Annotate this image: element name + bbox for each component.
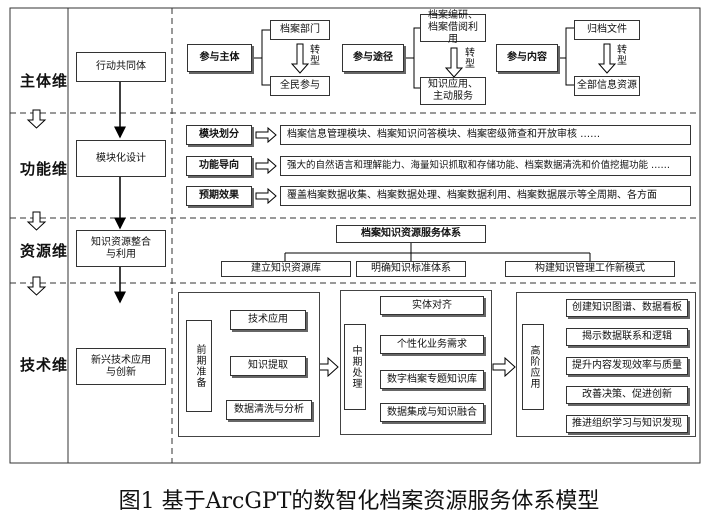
left-box-function: 模块化设计 (76, 140, 166, 177)
tech-advanced-item-decision: 改善决策、促进创新 (566, 386, 688, 404)
dimension-resource: 资源维 (20, 242, 69, 260)
left-box-technology: 新兴技术应用与创新 (76, 348, 166, 385)
tech-advanced-item-efficiency: 提升内容发现效率与质量 (566, 357, 688, 375)
left-box-subject: 行动共同体 (76, 52, 166, 82)
dimension-technology: 技术维 (20, 356, 69, 374)
approach-to: 知识应用、主动服务 (420, 77, 486, 105)
left-box-resource: 知识资源整合与利用 (76, 230, 166, 267)
participants-label: 参与主体 (187, 44, 252, 72)
function-label-module: 模块划分 (186, 125, 252, 145)
tech-advanced-item-graph: 创建知识图谱、数据看板 (566, 299, 688, 317)
tech-middle-item-needs: 个性化业务需求 (380, 335, 484, 354)
resource-title: 档案知识资源服务体系 (336, 225, 486, 243)
tech-early-label: 前期准备 (186, 320, 212, 412)
function-label-effect: 预期效果 (186, 186, 252, 206)
tech-middle-item-database: 数字档案专题知识库 (380, 370, 484, 389)
approach-shift: 转型 (465, 48, 475, 70)
resource-item-mode: 构建知识管理工作新模式 (505, 261, 675, 277)
function-text-orientation: 强大的自然语言和理解能力、海量知识抓取和存储功能、档案数据清洗和价值挖掘功能 …… (280, 156, 691, 176)
tech-advanced-item-learning: 推进组织学习与知识发现 (566, 415, 688, 433)
dimension-subject: 主体维 (20, 72, 69, 90)
dimension-function: 功能维 (20, 160, 69, 178)
content-label: 参与内容 (496, 44, 558, 72)
content-shift: 转型 (617, 45, 627, 67)
content-to: 全部信息资源 (574, 76, 640, 96)
tech-advanced-item-logic: 揭示数据联系和逻辑 (566, 328, 688, 346)
tech-advanced-label: 高阶应用 (522, 324, 544, 410)
approach-from: 档案编研、档案借阅利用 (420, 10, 486, 45)
resource-item-library: 建立知识资源库 (221, 261, 351, 277)
tech-middle-item-fusion: 数据集成与知识融合 (380, 403, 484, 422)
tech-early-item-cleaning: 数据清洗与分析 (226, 400, 312, 420)
function-label-orientation: 功能导向 (186, 156, 252, 176)
tech-early-item-extraction: 知识提取 (230, 356, 306, 376)
approach-label: 参与途径 (342, 44, 404, 72)
participants-to: 全民参与 (270, 76, 330, 96)
tech-middle-item-entity: 实体对齐 (380, 296, 484, 315)
function-text-effect: 覆盖档案数据收集、档案数据处理、档案数据利用、档案数据展示等全周期、各方面 (280, 186, 691, 206)
participants-shift: 转型 (310, 45, 320, 67)
figure-caption: 图1 基于ArcGPT的数智化档案资源服务体系模型 (118, 489, 600, 514)
participants-from: 档案部门 (270, 20, 330, 40)
tech-middle-label: 中期处理 (344, 324, 366, 410)
tech-early-item-application: 技术应用 (230, 310, 306, 330)
content-from: 归档文件 (574, 20, 640, 40)
resource-item-standards: 明确知识标准体系 (356, 261, 466, 277)
function-text-module: 档案信息管理模块、档案知识问答模块、档案密级筛查和开放审核 …… (280, 125, 691, 145)
